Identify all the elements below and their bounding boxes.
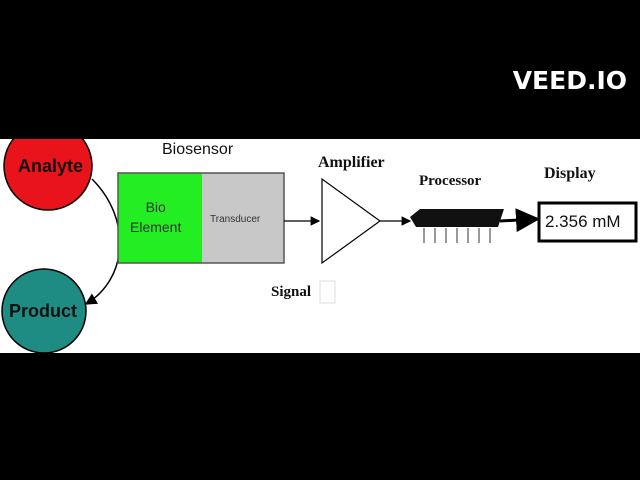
- transducer-box: [202, 173, 284, 263]
- conversion-arrow: [84, 178, 121, 305]
- biosensor-outline: [117, 172, 285, 264]
- product-circle: [1, 268, 87, 353]
- product-label: Product: [9, 301, 78, 321]
- processor-label: Processor: [419, 173, 482, 189]
- analyte-circle: [3, 139, 93, 211]
- biosensor-title: Biosensor: [162, 141, 234, 158]
- display-value: 2.356 mM: [545, 212, 621, 231]
- transducer-label: Transducer: [210, 214, 261, 225]
- diagram-graphics: [1, 139, 638, 353]
- display-box: [537, 201, 638, 243]
- amplifier-label: Amplifier: [318, 154, 385, 171]
- processor-chip: [410, 209, 504, 227]
- amplifier-triangle: [321, 177, 382, 265]
- processor-pins: [423, 228, 491, 243]
- display-label: Display: [544, 165, 596, 182]
- signal-label: Signal: [271, 284, 312, 300]
- biosensor-diagram: Analyte Product Biosensor Bio Element Tr…: [0, 139, 640, 353]
- bio-element-box: [118, 173, 202, 263]
- signal-box: [319, 280, 336, 304]
- veed-watermark: VEED.IO: [512, 66, 627, 95]
- analyte-label: Analyte: [18, 156, 84, 176]
- bio-element-label: Bio Element: [130, 199, 182, 235]
- processor-to-display-arrow: [499, 208, 540, 233]
